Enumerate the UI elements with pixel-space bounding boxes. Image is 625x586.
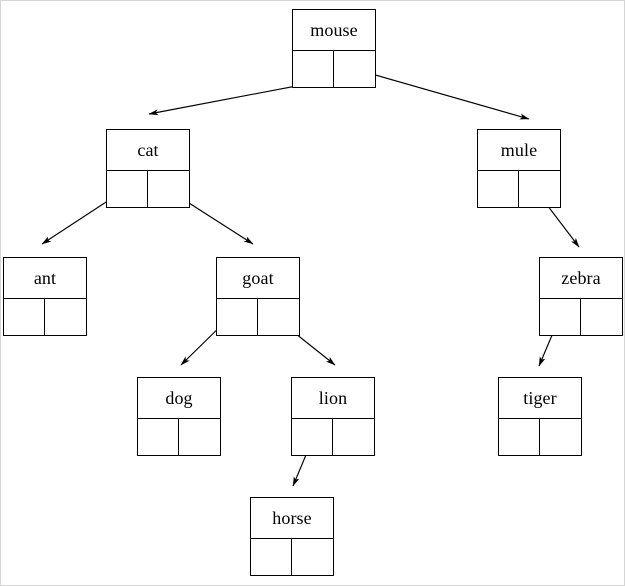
- tree-node-label: lion: [292, 378, 374, 419]
- tree-node-label: cat: [107, 130, 189, 171]
- pointer-row: [107, 171, 189, 207]
- tree-node-label: mouse: [293, 10, 375, 51]
- pointer-row: [138, 419, 220, 455]
- left-pointer-cell[interactable]: [293, 51, 334, 87]
- tree-node-mouse[interactable]: mouse: [292, 9, 376, 88]
- right-pointer-cell[interactable]: [540, 419, 581, 455]
- tree-node-zebra[interactable]: zebra: [539, 257, 623, 336]
- left-pointer-cell[interactable]: [4, 299, 45, 335]
- right-pointer-cell[interactable]: [179, 419, 220, 455]
- tree-node-label: dog: [138, 378, 220, 419]
- left-pointer-cell[interactable]: [138, 419, 179, 455]
- left-pointer-cell[interactable]: [540, 299, 581, 335]
- right-pointer-cell[interactable]: [519, 171, 560, 207]
- tree-node-horse[interactable]: horse: [250, 497, 334, 576]
- pointer-row: [540, 299, 622, 335]
- tree-node-label: ant: [4, 258, 86, 299]
- tree-node-label: horse: [251, 498, 333, 539]
- pointer-row: [217, 299, 299, 335]
- left-pointer-cell[interactable]: [107, 171, 148, 207]
- right-pointer-cell[interactable]: [581, 299, 622, 335]
- left-pointer-cell[interactable]: [292, 419, 333, 455]
- right-pointer-cell[interactable]: [148, 171, 189, 207]
- tree-node-goat[interactable]: goat: [216, 257, 300, 336]
- pointer-row: [499, 419, 581, 455]
- tree-node-ant[interactable]: ant: [3, 257, 87, 336]
- tree-node-dog[interactable]: dog: [137, 377, 221, 456]
- left-pointer-cell[interactable]: [478, 171, 519, 207]
- tree-node-label: goat: [217, 258, 299, 299]
- pointer-row: [293, 51, 375, 87]
- right-pointer-cell[interactable]: [334, 51, 375, 87]
- right-pointer-cell[interactable]: [258, 299, 299, 335]
- tree-node-lion[interactable]: lion: [291, 377, 375, 456]
- pointer-row: [4, 299, 86, 335]
- pointer-row: [292, 419, 374, 455]
- pointer-row: [251, 539, 333, 575]
- tree-node-label: tiger: [499, 378, 581, 419]
- left-pointer-cell[interactable]: [499, 419, 540, 455]
- pointer-row: [478, 171, 560, 207]
- tree-node-tiger[interactable]: tiger: [498, 377, 582, 456]
- right-pointer-cell[interactable]: [45, 299, 86, 335]
- left-pointer-cell[interactable]: [251, 539, 292, 575]
- right-pointer-cell[interactable]: [333, 419, 374, 455]
- tree-node-label: mule: [478, 130, 560, 171]
- tree-node-label: zebra: [540, 258, 622, 299]
- tree-node-mule[interactable]: mule: [477, 129, 561, 208]
- left-pointer-cell[interactable]: [217, 299, 258, 335]
- tree-node-cat[interactable]: cat: [106, 129, 190, 208]
- tree-edge-mouse-mule: [350, 67, 530, 120]
- right-pointer-cell[interactable]: [292, 539, 333, 575]
